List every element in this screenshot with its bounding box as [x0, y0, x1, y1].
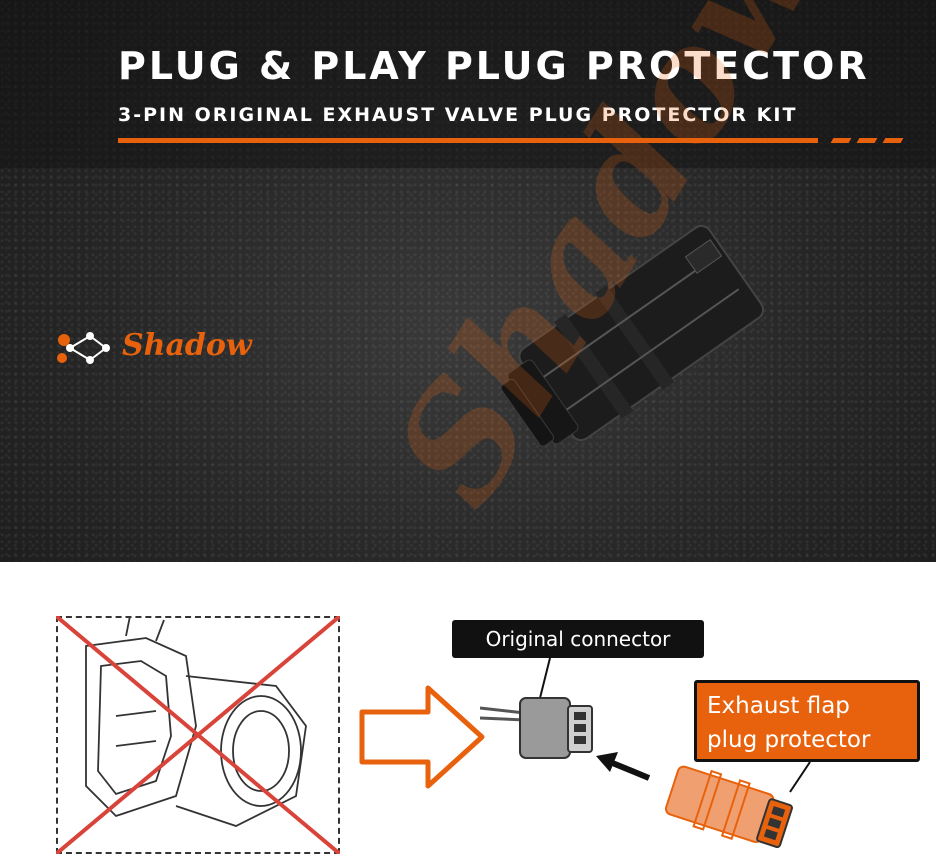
plug-protector-drawing: [664, 761, 811, 849]
original-connector-drawing: [480, 658, 593, 759]
accent-underline: [118, 138, 818, 143]
original-connector-label: Original connector: [452, 620, 704, 658]
plug-protector-label: Exhaust flap plug protector: [694, 680, 920, 762]
insert-arrow-icon: [596, 752, 651, 781]
page-subtitle: 3-PIN ORIGINAL EXHAUST VALVE PLUG PROTEC…: [118, 104, 798, 126]
plug-protector-label-line2: plug protector: [707, 727, 871, 753]
installation-diagram: Original connector Exhaust flap plug pro…: [0, 562, 936, 866]
accent-dash: [830, 138, 852, 143]
page-title: PLUG & PLAY PLUG PROTECTOR: [118, 44, 870, 88]
removed-part-frame: [56, 616, 340, 854]
right-arrow-icon: [359, 685, 485, 789]
product-photo: PLUG & PLAY PLUG PROTECTOR 3-PIN ORIGINA…: [0, 0, 936, 562]
plug-protector-label-line1: Exhaust flap: [707, 693, 850, 719]
accent-dash: [856, 138, 878, 143]
brand-molecule-icon: [57, 332, 110, 364]
exhaust-valve-drawing: [56, 616, 340, 854]
connector-photo: [500, 224, 765, 447]
brand-logo: Shadow: [50, 326, 252, 374]
accent-dash: [882, 138, 904, 143]
brand-name: Shadow: [122, 328, 252, 363]
